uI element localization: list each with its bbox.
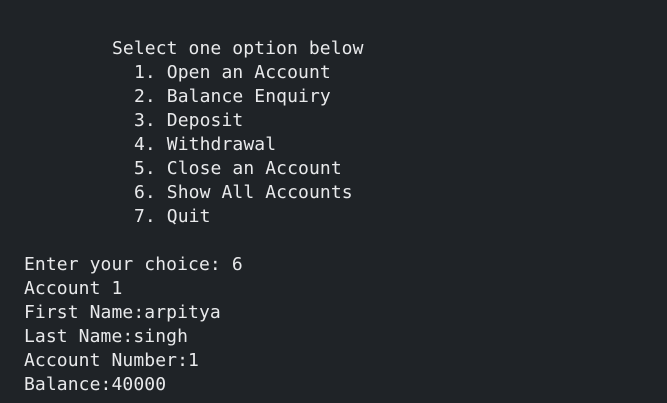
menu-item-quit: 7. Quit [134,206,211,227]
menu-item-show-all: 6. Show All Accounts [134,182,353,203]
menu-item-withdrawal: 4. Withdrawal [134,134,277,155]
output-account-number: Account Number:1 [24,350,199,371]
menu-item-close-account: 5. Close an Account [134,158,342,179]
choice-prompt[interactable]: Enter your choice: 6 [24,253,243,277]
output-balance: Balance:40000 [24,374,167,395]
output-last-name: Last Name:singh [24,326,189,347]
menu-item-deposit: 3. Deposit [134,110,244,131]
menu-item-open-account: 1. Open an Account [134,62,331,83]
output-first-name: First Name:arpitya [24,302,221,323]
choice-prompt-label: Enter your choice: [24,254,232,275]
menu-title: Select one option below [112,38,364,59]
choice-input-value[interactable]: 6 [231,254,243,275]
menu-item-balance-enquiry: 2. Balance Enquiry [134,86,331,107]
output-account-header: Account 1 [24,278,123,299]
